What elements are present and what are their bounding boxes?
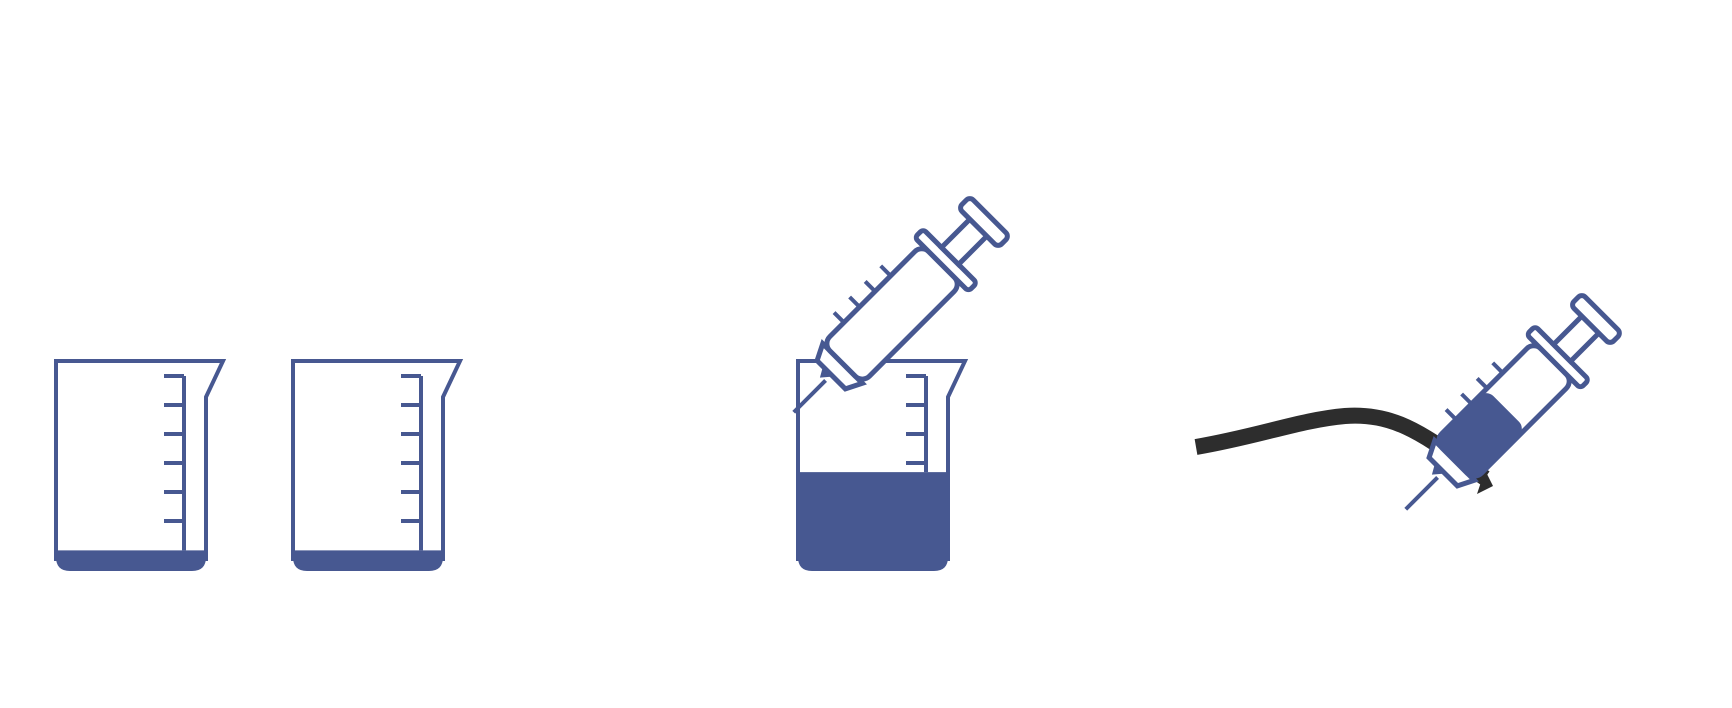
beaker-icon — [54, 359, 227, 571]
syringe-liquid — [1438, 393, 1522, 477]
syringe-tip — [1426, 436, 1479, 489]
panel-inject-into-tube — [1194, 293, 1622, 511]
panel-draw-liquid — [792, 196, 1010, 571]
syringe-tick — [1491, 361, 1505, 375]
syringe-plunger-head — [1570, 293, 1622, 345]
syringe-tick — [863, 280, 877, 293]
syringe-needle — [1404, 476, 1439, 511]
beaker-outline — [291, 359, 464, 561]
panel-empty-beakers — [54, 359, 464, 571]
syringe-tip — [814, 339, 867, 392]
beaker-outline — [54, 359, 227, 561]
beaker-liquid — [293, 550, 443, 571]
syringe-icon — [792, 196, 1010, 414]
beaker-liquid — [798, 472, 948, 571]
beaker-outline — [796, 359, 969, 561]
syringe-icon — [1404, 293, 1622, 511]
beaker-icon — [796, 359, 969, 571]
syringe-tick — [1460, 392, 1473, 406]
beaker-icon — [291, 359, 464, 571]
syringe-tick — [848, 295, 861, 309]
syringe-plunger-head — [958, 196, 1010, 248]
beaker-liquid — [56, 550, 206, 571]
syringe-tick — [879, 264, 893, 278]
syringe-tick — [1444, 408, 1458, 421]
syringe-needle — [792, 379, 827, 414]
syringe-tick — [1475, 377, 1489, 390]
syringe-tick — [832, 311, 846, 324]
